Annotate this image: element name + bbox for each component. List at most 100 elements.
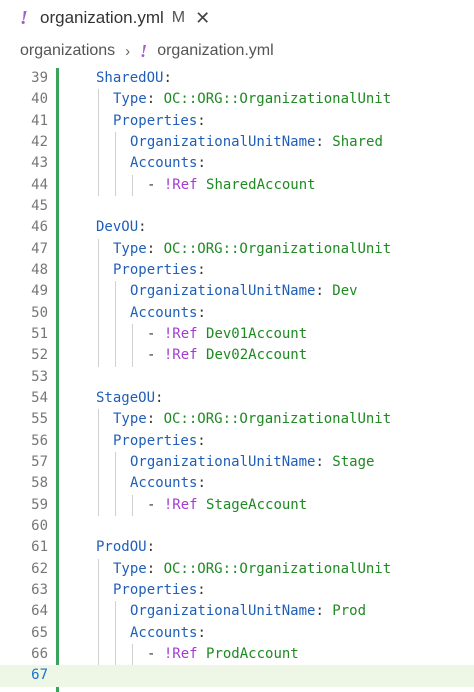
code-line[interactable]: 46 DevOU: <box>0 217 474 238</box>
code-line[interactable]: 50 Accounts: <box>0 303 474 324</box>
code-line[interactable]: 55 Type: OC::ORG::OrganizationalUnit <box>0 409 474 430</box>
code-token: - <box>147 347 164 364</box>
breadcrumb-folder[interactable]: organizations <box>20 42 116 59</box>
line-number: 55 <box>31 411 48 428</box>
code-token: : <box>197 581 206 598</box>
line-number: 41 <box>31 112 48 129</box>
line-number: 64 <box>31 603 48 620</box>
code-token <box>198 347 206 363</box>
code-line[interactable]: 53 <box>0 367 474 388</box>
code-line[interactable]: 63 Properties: <box>0 580 474 601</box>
code-line[interactable]: 52- !Ref Dev02Account <box>0 345 474 366</box>
line-number: 44 <box>31 176 48 193</box>
code-token: Type <box>113 411 147 428</box>
code-text: Accounts: <box>130 303 206 324</box>
code-token: Properties <box>113 432 198 449</box>
code-line[interactable]: 44 - !Ref SharedAccount <box>0 175 474 196</box>
code-token: - <box>147 325 164 342</box>
code-token: : <box>315 603 333 620</box>
code-text: StageOU: <box>96 388 163 409</box>
code-text: - !Ref SharedAccount <box>147 175 316 196</box>
indent-guide <box>98 409 99 516</box>
line-number: 48 <box>31 261 48 278</box>
code-token <box>198 326 206 342</box>
code-token: OrganizationalUnitName <box>130 453 316 470</box>
yaml-file-icon: ! <box>20 6 28 29</box>
line-number: 50 <box>31 304 48 321</box>
code-line[interactable]: 48 Properties: <box>0 260 474 281</box>
close-icon[interactable]: ✕ <box>195 7 211 28</box>
code-text: DevOU: <box>96 217 147 238</box>
code-line[interactable]: 49 OrganizationalUnitName: Dev <box>0 281 474 302</box>
line-number: 66 <box>31 645 48 662</box>
indent-guide <box>115 281 116 367</box>
editor-tab[interactable]: ! organization.yml M ✕ <box>0 0 474 36</box>
code-token: Dev02Account <box>206 347 308 364</box>
code-token: - <box>147 176 164 193</box>
code-line[interactable]: 59 - !Ref StageAccount <box>0 495 474 516</box>
line-number: 49 <box>31 283 48 300</box>
code-text: OrganizationalUnitName: Dev <box>130 281 358 302</box>
code-token: !Ref <box>163 176 198 193</box>
code-text: Type: OC::ORG::OrganizationalUnit <box>113 409 391 430</box>
code-token: Type <box>113 91 147 108</box>
code-token: !Ref <box>163 645 198 662</box>
code-line[interactable]: 67 <box>0 665 474 687</box>
code-text: Properties: <box>113 580 206 601</box>
code-line[interactable]: 66- !Ref ProdAccount <box>0 644 474 665</box>
code-token: : <box>197 624 206 641</box>
indent-guide <box>115 601 116 666</box>
code-token: OrganizationalUnitName <box>130 133 316 150</box>
line-number: 59 <box>31 496 48 513</box>
code-token: StageOU <box>96 389 156 406</box>
git-change-gutter <box>56 68 59 692</box>
code-line[interactable]: 45 <box>0 196 474 217</box>
code-text: Type: OC::ORG::OrganizationalUnit <box>113 89 391 110</box>
line-number: 46 <box>31 219 48 236</box>
code-text: Type: OC::ORG::OrganizationalUnit <box>113 559 391 580</box>
code-token: : <box>315 453 333 470</box>
code-token: : <box>197 112 206 129</box>
code-token: OrganizationalUnitName <box>130 603 316 620</box>
line-number: 57 <box>31 453 48 470</box>
code-token: SharedOU <box>96 70 164 86</box>
code-text: Properties: <box>113 260 206 281</box>
code-text: - !Ref StageAccount <box>147 495 307 516</box>
code-token: OC::ORG::OrganizationalUnit <box>163 240 392 257</box>
code-line[interactable]: 51- !Ref Dev01Account <box>0 324 474 345</box>
line-number: 51 <box>31 325 48 342</box>
code-token: : <box>315 133 333 150</box>
breadcrumb-file[interactable]: organization.yml <box>157 42 274 59</box>
code-token: : <box>163 70 172 86</box>
indent-guide <box>98 238 99 367</box>
code-token: OC::ORG::OrganizationalUnit <box>163 411 392 428</box>
indent-guide <box>132 494 133 516</box>
code-token: : <box>146 539 156 556</box>
code-token: : <box>146 411 164 428</box>
line-number: 67 <box>31 667 48 684</box>
code-token: Properties <box>113 261 198 278</box>
tab-title[interactable]: organization.yml <box>40 8 164 27</box>
code-token: DevOU <box>96 219 139 236</box>
line-number: 53 <box>31 368 48 385</box>
code-text: Type: OC::ORG::OrganizationalUnit <box>113 239 391 260</box>
code-token: : <box>146 91 164 108</box>
code-text: OrganizationalUnitName: Shared <box>130 132 383 153</box>
line-number: 63 <box>31 581 48 598</box>
code-line[interactable]: 60 <box>0 516 474 537</box>
